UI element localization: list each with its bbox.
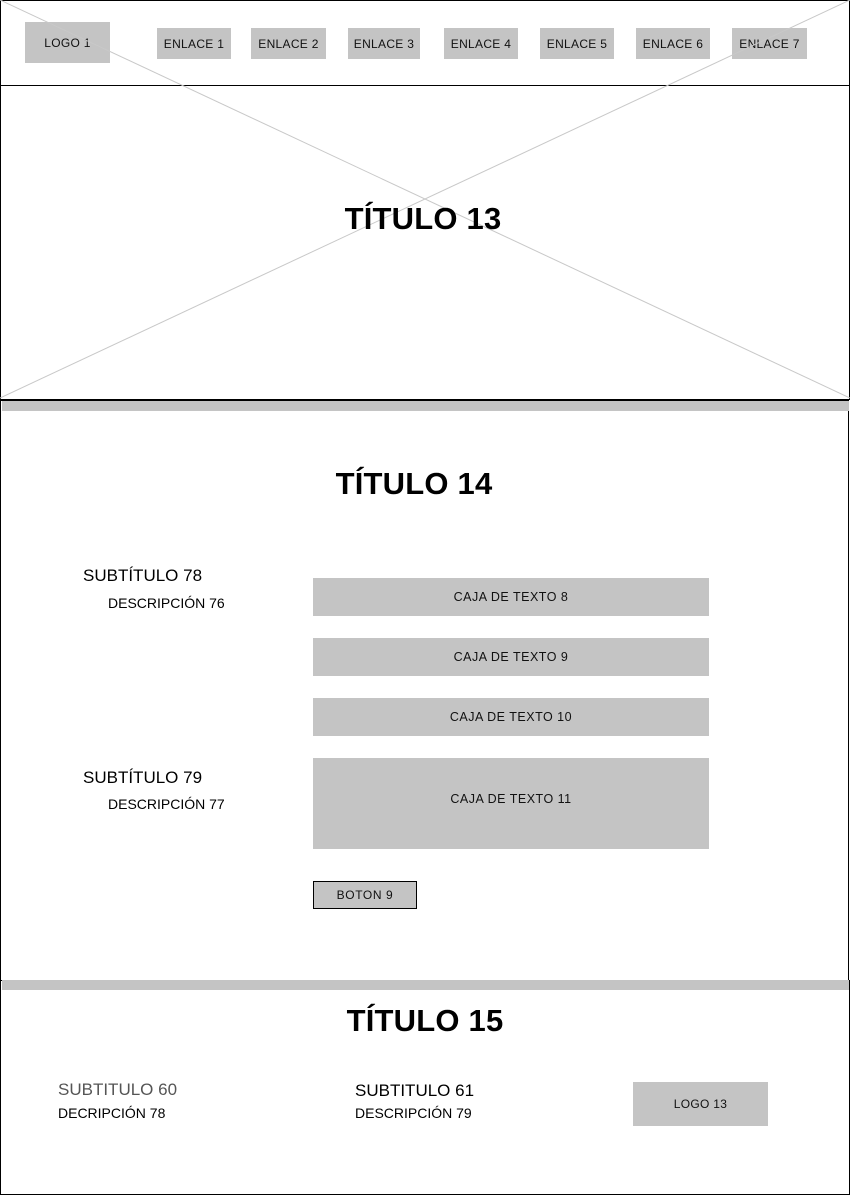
- text-box-9[interactable]: CAJA DE TEXTO 9: [313, 638, 709, 676]
- nav-link-7[interactable]: ENLACE 7: [732, 28, 807, 59]
- nav-link-5[interactable]: ENLACE 5: [540, 28, 614, 59]
- text-box-11-label: CAJA DE TEXTO 11: [450, 792, 572, 806]
- nav-link-6[interactable]: ENLACE 6: [636, 28, 710, 59]
- nav-link-1[interactable]: ENLACE 1: [157, 28, 231, 59]
- text-box-9-label: CAJA DE TEXTO 9: [453, 650, 569, 664]
- footer-title: TÍTULO 15: [346, 1003, 504, 1038]
- section-title: TÍTULO 14: [335, 466, 493, 501]
- text-box-11[interactable]: CAJA DE TEXTO 11: [313, 758, 709, 849]
- text-box-10-label: CAJA DE TEXTO 10: [449, 710, 573, 724]
- site-header: LOGO 1 ENLACE 1 ENLACE 2 ENLACE 3 ENLACE…: [0, 0, 850, 86]
- footer-subtitle-60: SUBTITULO 60: [58, 1080, 178, 1099]
- description-76: DESCRIPCIÓN 76: [108, 595, 225, 611]
- nav-link-4[interactable]: ENLACE 4: [444, 28, 518, 59]
- nav-link-3[interactable]: ENLACE 3: [348, 28, 420, 59]
- footer-description-78: DECRIPCIÓN 78: [58, 1105, 166, 1121]
- hero-title: TÍTULO 13: [344, 201, 502, 236]
- header-logo[interactable]: LOGO 1: [25, 22, 110, 63]
- subtitle-78: SUBTÍTULO 78: [83, 566, 203, 585]
- footer-subtitle-61: SUBTITULO 61: [355, 1081, 475, 1100]
- footer-top-band: [2, 980, 849, 990]
- footer-description-79: DESCRIPCIÓN 79: [355, 1105, 472, 1121]
- subtitle-79: SUBTÍTULO 79: [83, 768, 203, 787]
- content-section: TÍTULO 14 SUBTÍTULO 78 DESCRIPCIÓN 76 CA…: [0, 400, 849, 981]
- boton-9-button[interactable]: BOTON 9: [313, 881, 417, 909]
- footer-logo[interactable]: LOGO 13: [633, 1082, 768, 1126]
- text-box-10[interactable]: CAJA DE TEXTO 10: [313, 698, 709, 736]
- description-77: DESCRIPCIÓN 77: [108, 796, 225, 812]
- hero-image-placeholder: [0, 85, 850, 400]
- text-box-8[interactable]: CAJA DE TEXTO 8: [313, 578, 709, 616]
- site-footer: TÍTULO 15 SUBTITULO 60 DECRIPCIÓN 78 SUB…: [0, 980, 850, 1195]
- section-top-band: [2, 401, 849, 411]
- nav-link-2[interactable]: ENLACE 2: [251, 28, 326, 59]
- text-box-8-label: CAJA DE TEXTO 8: [453, 590, 569, 604]
